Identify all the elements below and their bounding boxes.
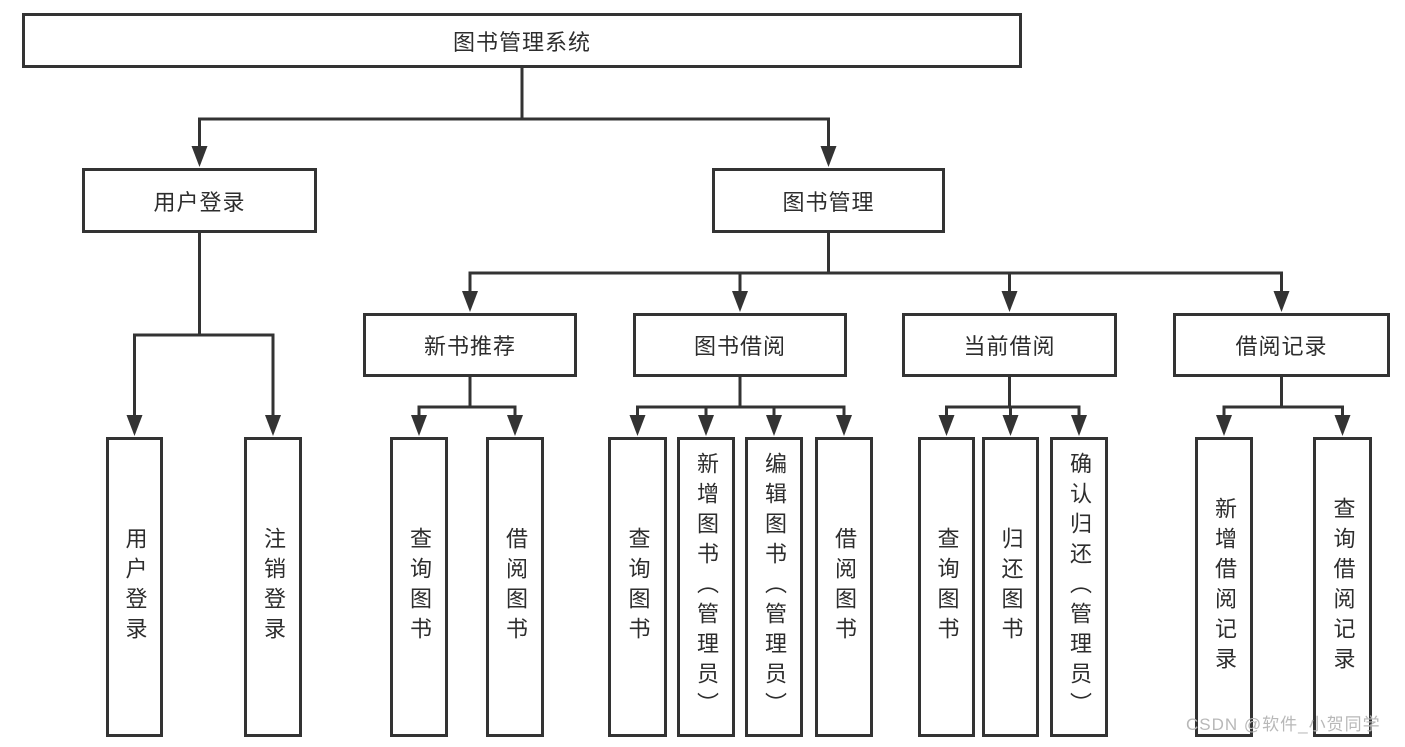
edge-book-borrow: [636, 375, 846, 425]
node-user-login: 用户登录: [82, 168, 317, 233]
node-leaf-add-book: 新增图书（管理员）: [677, 437, 735, 737]
node-leaf-logout: 注销登录: [244, 437, 302, 737]
arrow-down-icon: [126, 415, 143, 436]
edge-new-book-recommend: [417, 375, 517, 425]
arrow-down-icon: [820, 146, 837, 167]
node-label: 查询图书: [407, 527, 432, 647]
node-leaf-user-login: 用户登录: [106, 437, 163, 737]
node-leaf-edit-book: 编辑图书（管理员）: [745, 437, 803, 737]
node-label: 借阅记录: [1235, 334, 1328, 359]
node-leaf-borrow-book-2: 借阅图书: [815, 437, 873, 737]
arrow-down-icon: [1334, 415, 1351, 436]
arrow-down-icon: [462, 291, 478, 312]
node-label: 编辑图书（管理员）: [762, 452, 787, 722]
node-leaf-confirm-return: 确认归还（管理员）: [1050, 437, 1108, 737]
node-label: 图书借阅: [693, 334, 786, 359]
node-label: 归还图书: [998, 527, 1024, 647]
node-label: 用户登录: [153, 189, 246, 215]
edge-book-management: [468, 231, 1283, 301]
arrow-down-icon: [191, 146, 208, 167]
arrow-down-icon: [698, 415, 714, 436]
node-current-borrow: 当前借阅: [902, 313, 1117, 377]
arrow-down-icon: [265, 415, 281, 436]
node-book-borrow: 图书借阅: [633, 313, 847, 377]
edge-user-login: [133, 231, 275, 425]
node-leaf-query-book-3: 查询图书: [918, 437, 975, 737]
node-label: 查询借阅记录: [1330, 497, 1356, 677]
arrow-down-icon: [1273, 291, 1290, 312]
arrow-down-icon: [1002, 415, 1019, 436]
node-label: 新书推荐: [423, 334, 516, 359]
node-book-management: 图书管理: [712, 168, 945, 233]
node-label: 用户登录: [122, 527, 148, 647]
node-leaf-query-book-2: 查询图书: [608, 437, 667, 737]
node-label: 图书管理: [782, 189, 875, 215]
node-label: 借阅图书: [503, 527, 528, 647]
arrow-down-icon: [507, 415, 523, 436]
node-new-book-recommend: 新书推荐: [363, 313, 577, 377]
arrow-down-icon: [938, 415, 955, 436]
node-label: 图书管理系统: [452, 29, 591, 55]
node-label: 查询图书: [625, 527, 651, 647]
node-label: 新增图书（管理员）: [694, 452, 719, 722]
node-leaf-add-borrow-record: 新增借阅记录: [1195, 437, 1253, 737]
node-label: 新增借阅记录: [1212, 497, 1237, 677]
node-leaf-query-borrow-record: 查询借阅记录: [1313, 437, 1372, 737]
node-label: 当前借阅: [963, 334, 1056, 359]
node-label: 确认归还（管理员）: [1067, 452, 1092, 722]
edge-borrow-records: [1222, 375, 1344, 425]
node-label: 借阅图书: [832, 527, 857, 647]
node-leaf-query-book-1: 查询图书: [390, 437, 448, 737]
arrow-down-icon: [732, 291, 748, 312]
watermark: CSDN @软件_小贺同学: [1186, 715, 1381, 734]
arrow-down-icon: [1001, 291, 1018, 312]
arrow-down-icon: [629, 415, 646, 436]
node-leaf-return-book: 归还图书: [982, 437, 1039, 737]
arrow-down-icon: [766, 415, 782, 436]
arrow-down-icon: [1071, 415, 1087, 436]
arrow-down-icon: [411, 415, 427, 436]
node-leaf-borrow-book-1: 借阅图书: [486, 437, 544, 737]
node-root: 图书管理系统: [22, 13, 1022, 68]
node-borrow-records: 借阅记录: [1173, 313, 1390, 377]
node-label: 查询图书: [934, 527, 960, 647]
arrow-down-icon: [836, 415, 852, 436]
node-label: 注销登录: [261, 527, 286, 647]
arrow-down-icon: [1216, 415, 1232, 436]
edge-root: [198, 66, 830, 156]
